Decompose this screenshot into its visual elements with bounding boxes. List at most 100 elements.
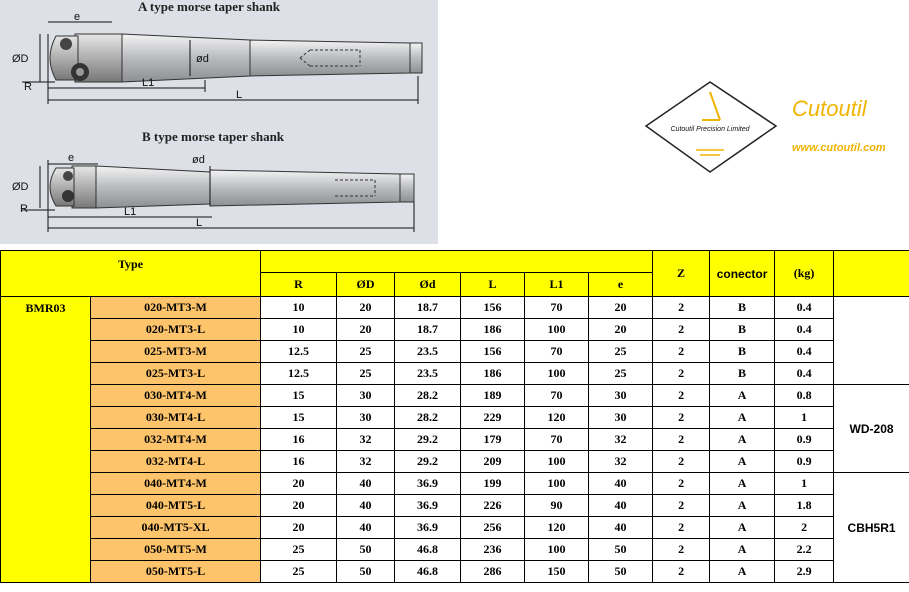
a-label-L1: L1 <box>142 77 154 89</box>
cell-kg: 0.4 <box>774 362 835 385</box>
cell-L1: 120 <box>524 516 589 539</box>
cell-Z: 2 <box>652 296 711 319</box>
cell-od: 46.8 <box>394 560 461 583</box>
cell-OD: 40 <box>336 472 395 495</box>
cell-L: 189 <box>460 384 525 407</box>
cell-OD: 20 <box>336 318 395 341</box>
cell-kg: 0.9 <box>774 428 835 451</box>
cell-OD: 32 <box>336 450 395 473</box>
cell-od: 29.2 <box>394 450 461 473</box>
cell-Z: 2 <box>652 318 711 341</box>
insert-cell: WD-208 <box>833 384 909 473</box>
cell-e: 30 <box>587 406 654 429</box>
cell-L: 156 <box>460 296 525 319</box>
cell-Z: 2 <box>652 472 711 495</box>
company-logo: Cutoutil Precision Limited <box>640 78 900 178</box>
cell-e: 32 <box>587 428 654 451</box>
cell-conector: B <box>709 318 776 341</box>
b-label-od: ød <box>192 154 205 166</box>
type-cell: 025-MT3-L <box>90 362 261 385</box>
cell-e: 25 <box>587 340 654 363</box>
cell-OD: 25 <box>336 362 395 385</box>
type-cell: 020-MT3-M <box>90 296 261 319</box>
type-cell: 050-MT5-L <box>90 560 261 583</box>
cell-conector: A <box>709 472 776 495</box>
cell-e: 30 <box>587 384 654 407</box>
header-dim-0: R <box>260 272 337 297</box>
cell-Z: 2 <box>652 406 711 429</box>
cell-R: 12.5 <box>260 340 337 363</box>
insert-cell <box>833 296 909 385</box>
website-link[interactable]: www.cutoutil.com <box>792 142 886 154</box>
a-label-OD: ØD <box>12 53 29 65</box>
header-z: Z <box>652 250 711 297</box>
cell-L1: 100 <box>524 450 589 473</box>
cell-od: 23.5 <box>394 340 461 363</box>
cell-e: 40 <box>587 472 654 495</box>
type-cell: 025-MT3-M <box>90 340 261 363</box>
cell-conector: A <box>709 384 776 407</box>
cell-Z: 2 <box>652 516 711 539</box>
header-dim-2: Ød <box>394 272 461 297</box>
type-cell: 040-MT5-L <box>90 494 261 517</box>
cell-L1: 120 <box>524 406 589 429</box>
cell-conector: A <box>709 538 776 561</box>
cell-OD: 40 <box>336 516 395 539</box>
type-cell: 030-MT4-L <box>90 406 261 429</box>
header-insert <box>833 250 909 297</box>
diamond-logo-icon: Cutoutil Precision Limited <box>644 81 778 173</box>
cell-e: 25 <box>587 362 654 385</box>
cell-L: 186 <box>460 362 525 385</box>
cell-kg: 2 <box>774 516 835 539</box>
cell-e: 50 <box>587 560 654 583</box>
cell-kg: 2.2 <box>774 538 835 561</box>
type-cell: 030-MT4-M <box>90 384 261 407</box>
header-dim-5: e <box>587 272 654 297</box>
cell-od: 23.5 <box>394 362 461 385</box>
cell-Z: 2 <box>652 494 711 517</box>
cell-R: 20 <box>260 472 337 495</box>
cell-R: 15 <box>260 406 337 429</box>
cell-R: 25 <box>260 538 337 561</box>
cell-L: 256 <box>460 516 525 539</box>
cell-L1: 70 <box>524 296 589 319</box>
cell-OD: 50 <box>336 560 395 583</box>
cell-conector: A <box>709 516 776 539</box>
cell-L1: 150 <box>524 560 589 583</box>
cell-R: 10 <box>260 318 337 341</box>
cell-e: 40 <box>587 516 654 539</box>
cell-L1: 90 <box>524 494 589 517</box>
title-b: B type morse taper shank <box>142 129 285 144</box>
cell-od: 46.8 <box>394 538 461 561</box>
cell-L: 286 <box>460 560 525 583</box>
cell-conector: A <box>709 450 776 473</box>
cell-od: 36.9 <box>394 494 461 517</box>
cell-Z: 2 <box>652 560 711 583</box>
cell-L: 229 <box>460 406 525 429</box>
cell-conector: A <box>709 406 776 429</box>
cell-kg: 0.8 <box>774 384 835 407</box>
header-dim-1: ØD <box>336 272 395 297</box>
header-dim-4: L1 <box>524 272 589 297</box>
b-label-R: R <box>20 203 28 215</box>
cell-kg: 2.9 <box>774 560 835 583</box>
cell-R: 20 <box>260 494 337 517</box>
cell-conector: A <box>709 428 776 451</box>
cell-od: 18.7 <box>394 318 461 341</box>
a-label-R: R <box>24 81 32 93</box>
type-cell: 040-MT4-M <box>90 472 261 495</box>
cell-kg: 0.4 <box>774 340 835 363</box>
a-label-e: e <box>74 11 80 23</box>
cell-L: 179 <box>460 428 525 451</box>
cell-R: 10 <box>260 296 337 319</box>
cell-L: 236 <box>460 538 525 561</box>
cell-OD: 30 <box>336 384 395 407</box>
morse-taper-drawings: A type morse taper shank <box>12 0 423 232</box>
